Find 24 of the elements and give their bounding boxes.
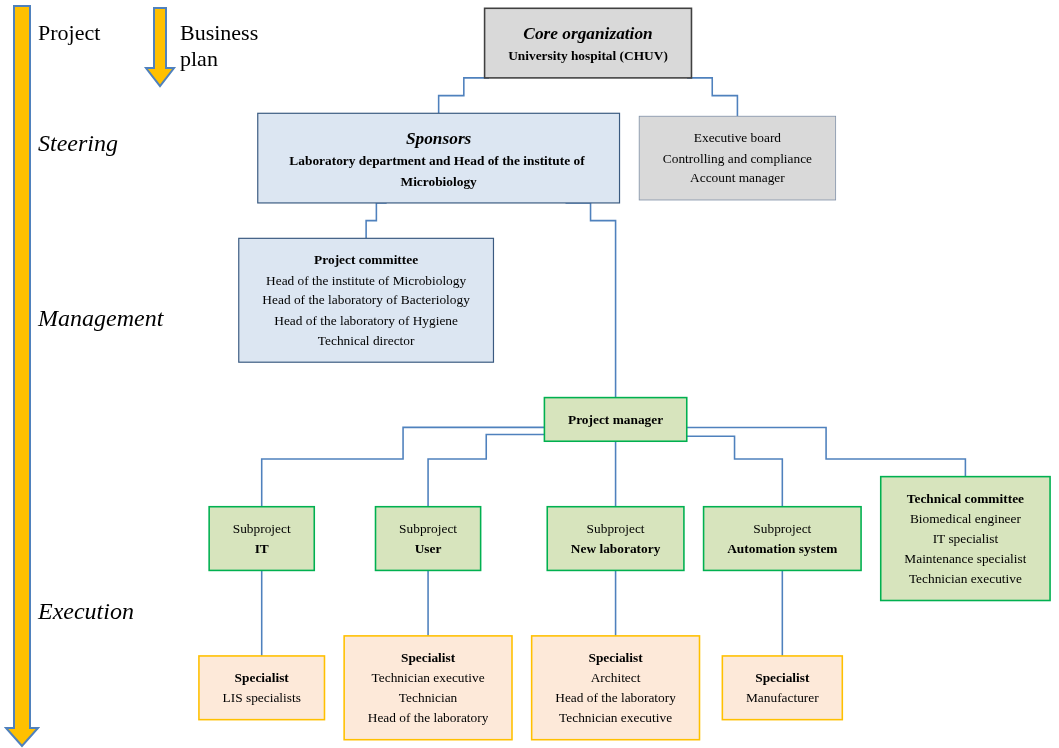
axis-label: Project [38,20,101,46]
node-box: Subproject User [374,505,482,572]
phase-label: Management [38,305,164,332]
connector [614,569,617,637]
node-box: Core organization University hospital (CHUV) [483,7,693,79]
node-box: Sponsors Laboratory department and Head of the institute of Microbiology [257,112,621,204]
axis-label: Business plan [180,20,260,72]
connector [260,569,263,657]
connector [427,569,429,637]
connector [781,569,784,657]
node-box: Subproject IT [208,505,316,572]
node-box: Project committee Head of the institute of Microbiology Head of the laboratory of Bacteriology Head of the laboratory of Hygiene Technical director [238,237,495,363]
node-box: Subproject New laboratory [546,505,685,572]
phase-label: Execution [38,598,134,625]
node-box: Technical committee Biomedical engineer IT specialist Maintenance specialist Technician executive [879,475,1051,602]
phase-label: Steering [38,130,118,157]
node-box: Executive board Controlling and compliance Account manager [638,115,837,201]
node-box: Specialist Technician executive Technician Head of the laboratory [343,635,513,741]
node-box: Specialist Architect Head of the laboratory Technician executive [530,635,701,741]
connector [614,440,617,508]
node-box: Subproject Automation system [702,505,862,572]
node-box: Specialist LIS specialists [198,655,326,721]
node-box: Project manager [543,396,688,443]
node-box: Specialist Manufacturer [721,655,844,721]
